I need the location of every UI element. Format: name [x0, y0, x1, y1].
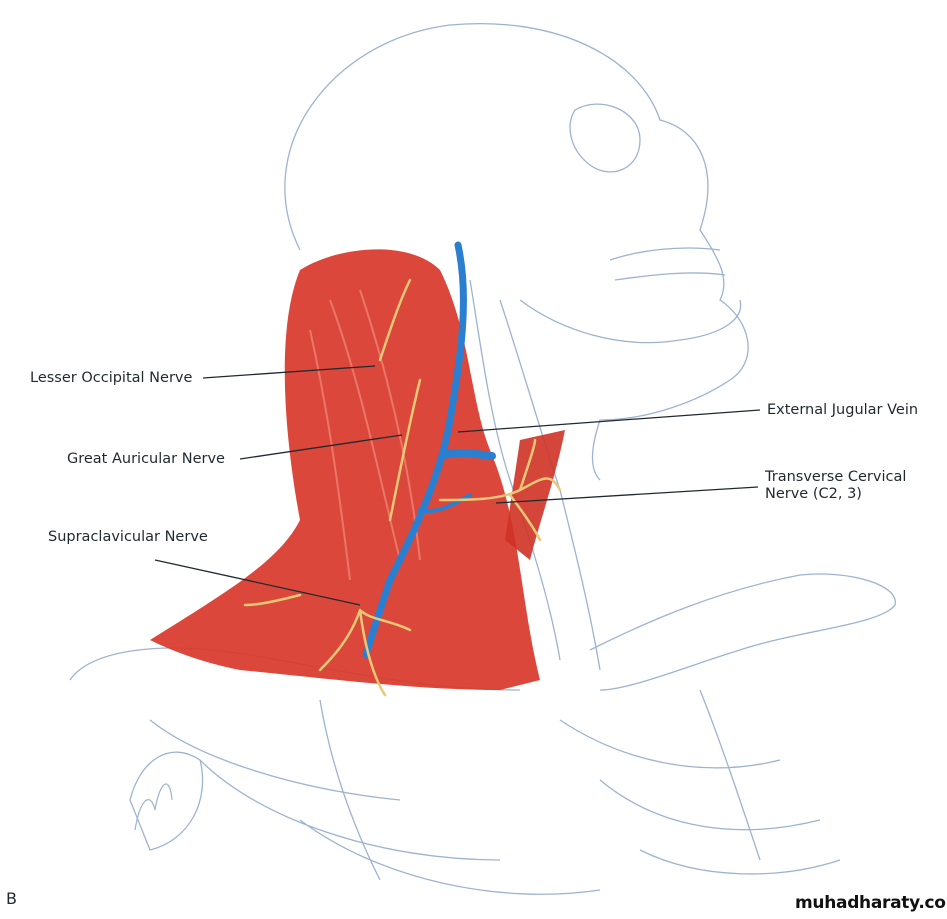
- scapula: [129, 751, 204, 851]
- mandible: [519, 299, 742, 344]
- leader-lesser-occipital: [202, 365, 376, 379]
- artist-signature: [134, 783, 173, 831]
- label-external-jugular-vein: External Jugular Vein: [767, 402, 919, 418]
- leader-transverse-cervical: [495, 486, 759, 504]
- leader-supraclavicular: [154, 559, 361, 606]
- teeth: [609, 247, 726, 281]
- sternocleidomastoid-and-trapezius: [150, 249, 540, 690]
- clavicle-right: [589, 573, 896, 691]
- label-supraclavicular-nerve: Supraclavicular Nerve: [48, 529, 208, 545]
- skull-outline: [284, 23, 749, 481]
- external-jugular-vein: [362, 241, 496, 659]
- great-auricular-nerve-path: [388, 378, 422, 522]
- label-lesser-occipital-nerve: Lesser Occipital Nerve: [30, 370, 193, 386]
- neck-muscles: [150, 249, 565, 690]
- leader-external-jugular: [457, 409, 761, 433]
- figure-letter: B: [6, 889, 17, 908]
- leader-great-auricular: [239, 434, 403, 460]
- watermark: muhadharaty.com: [795, 893, 947, 913]
- label-transverse-cervical-nerve: Transverse Cervical Nerve (C2, 3): [765, 469, 906, 503]
- supraclavicular-nerve-path: [243, 593, 412, 697]
- nerves: [243, 278, 562, 697]
- orbit: [569, 103, 641, 173]
- label-line-2: Nerve (C2, 3): [765, 486, 862, 502]
- label-line-1: Transverse Cervical: [765, 469, 907, 485]
- lesser-occipital-nerve-path: [378, 278, 412, 362]
- label-great-auricular-nerve: Great Auricular Nerve: [67, 451, 225, 467]
- leader-lines: [154, 365, 761, 606]
- ribs: [149, 689, 841, 895]
- transverse-cervical-nerve-path: [438, 438, 562, 542]
